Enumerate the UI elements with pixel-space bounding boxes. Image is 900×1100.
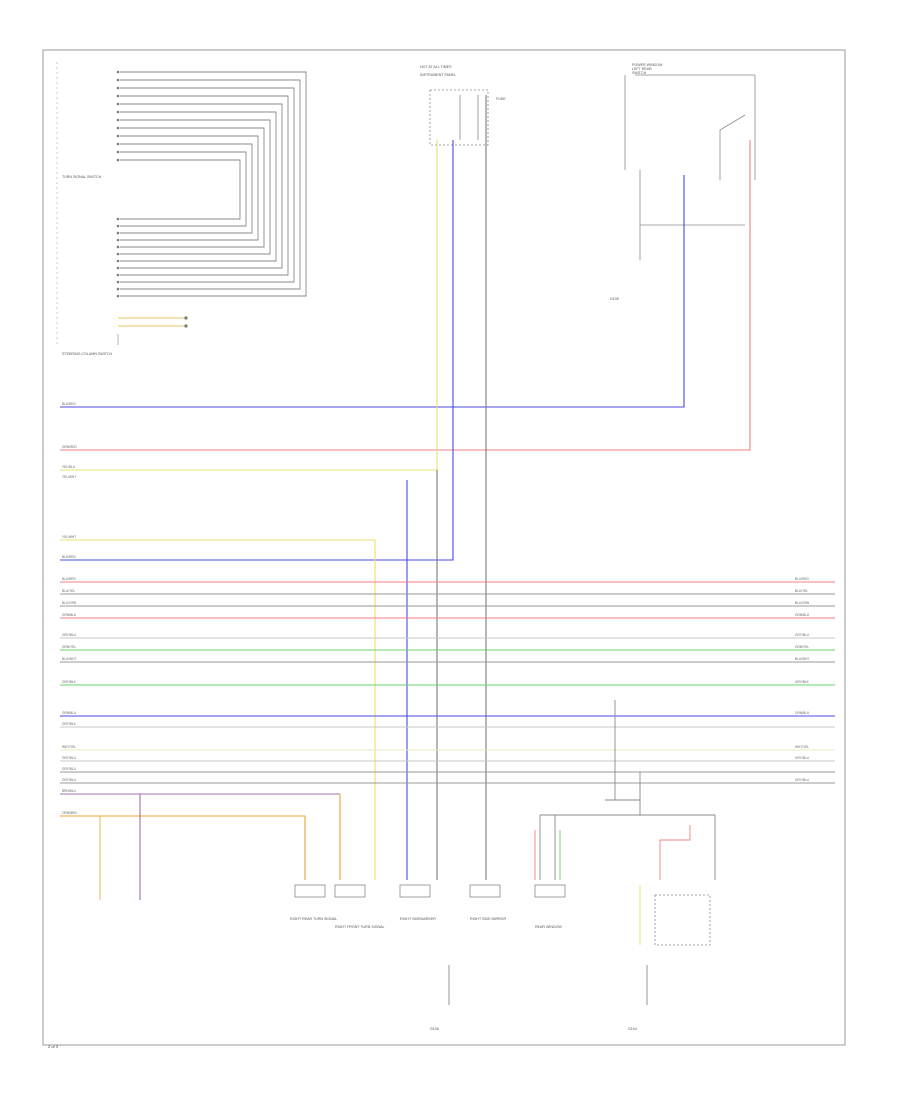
component-label: FUSE: [496, 97, 506, 101]
component-label: INSTRUMENT PANEL: [420, 73, 456, 77]
wire-label: GRY/BLU: [795, 633, 810, 637]
component-label: RIGHT SIDE MIRROR: [470, 917, 506, 921]
component-label: STEERING COLUMN SWITCH: [62, 352, 113, 356]
wire-label: GRY/BLK: [62, 680, 77, 684]
wire-label: BLU/RED: [62, 577, 77, 581]
wire-label: YEL/BLU: [62, 465, 76, 469]
component-label: TURN SIGNAL SWITCH: [62, 175, 102, 179]
ground-label: G106: [430, 1027, 439, 1031]
turn-signal-switch-harness: [120, 71, 307, 297]
component-label: RIGHT FRONT TURN SIGNAL: [335, 925, 385, 929]
wire-label: GRY/BLK: [62, 722, 77, 726]
wire-label: YEL/WHT: [62, 475, 76, 479]
wire-label: GRN/BLU: [62, 613, 77, 617]
wire-label: GRY/BLK: [795, 680, 810, 684]
component-label: REAR WINDOW: [535, 925, 562, 929]
wire-label: ORN/BRN: [62, 811, 77, 815]
ground-and-splice: [448, 700, 716, 1005]
wire-label: WHT/YEL: [62, 745, 76, 749]
wire-label: BLU/RED: [62, 402, 77, 406]
wire-label: BLU/RED: [795, 577, 810, 581]
main-wire-bus: [60, 581, 835, 900]
component-labels: TURN SIGNAL SWITCH STEERING COLUMN SWITC…: [62, 175, 637, 1031]
wire-label: GRY/BLU: [62, 767, 77, 771]
ground-label: G105: [610, 297, 619, 301]
vertical-feeds: [60, 95, 751, 880]
wire-label: GRY/BLU: [62, 778, 77, 782]
component-label: POWER WINDOW: [632, 63, 663, 67]
wire-label: GRN/BLU: [795, 711, 810, 715]
wire-label: YEL/WHT: [62, 535, 76, 539]
component-label: RIGHT SIDEMARKER: [400, 917, 436, 921]
window-switch: [624, 74, 756, 260]
diagram-border: [42, 49, 846, 1046]
lamp-components: [294, 884, 711, 946]
right-wire-labels: BLU/RED BLU/YEL BLU/GRN GRN/BLU GRY/BLU …: [795, 577, 810, 782]
wire-label: BLU/YEL: [62, 589, 75, 593]
wire-label: GRY/BLU: [795, 756, 810, 760]
top-fuse-module: [429, 89, 489, 146]
ground-label: G104: [628, 1027, 637, 1031]
component-label: HOT AT ALL TIMES: [420, 65, 452, 69]
wire-label: GRY/BLU: [62, 756, 77, 760]
component-label: LEFT REAR: [632, 67, 652, 71]
wire-label: BLU/WHT: [62, 657, 76, 661]
wire-label: GRY/BLU: [795, 778, 810, 782]
component-label: RIGHT REAR TURN SIGNAL: [290, 917, 337, 921]
wire-label: GRY/BLU: [62, 633, 77, 637]
wire-label: BLU/WHT: [795, 657, 809, 661]
page-label: 2 of 3: [48, 1044, 59, 1049]
top-labels: LEFT REAR POWER WINDOW SWITCH HOT AT ALL…: [420, 63, 663, 101]
wire-label: BLU/RED: [62, 555, 77, 559]
component-label: SWITCH: [632, 71, 647, 75]
wire-label: WHT/YEL: [795, 745, 809, 749]
wire-label: BLU/GRN: [62, 601, 77, 605]
wire-label: GRN/RED: [62, 445, 77, 449]
wire-label: BLU/GRN: [795, 601, 810, 605]
wire-label: BLU/YEL: [795, 589, 808, 593]
wire-label: GRN/BLU: [795, 613, 810, 617]
left-wire-labels: BLU/RED GRN/RED YEL/BLU YEL/WHT YEL/WHT …: [62, 402, 77, 815]
wire-label: GRN/YEL: [62, 645, 76, 649]
steering-splice-wires: [117, 316, 188, 345]
connector-pins: [116, 70, 120, 298]
wire-label: BRN/BLU: [62, 789, 77, 793]
wire-label: GRN/BLU: [62, 711, 77, 715]
wire-label: GRN/YEL: [795, 645, 809, 649]
